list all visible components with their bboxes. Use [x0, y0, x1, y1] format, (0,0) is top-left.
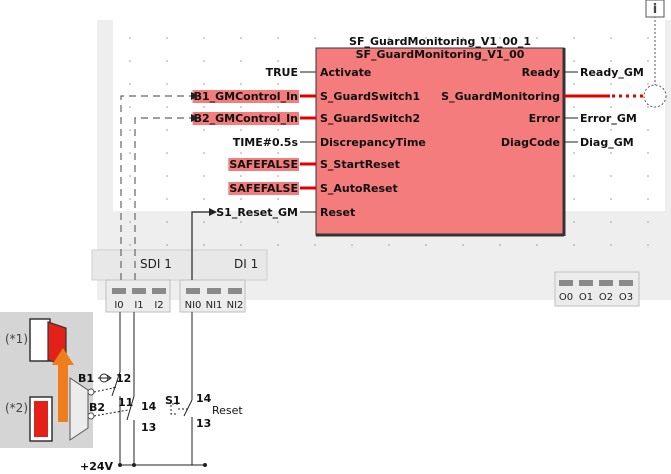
b2-contact-14: 14: [141, 400, 157, 413]
fb-input-value[interactable]: B1_GMControl_In: [194, 90, 298, 103]
terminal-label: NI0: [185, 300, 202, 311]
input-value-highlight: [192, 112, 299, 125]
terminal-pin: [186, 288, 200, 294]
fb-output-value[interactable]: Error_GM: [580, 112, 637, 125]
terminal-pin: [207, 288, 221, 294]
sdi-terminal-block: [105, 279, 171, 313]
b2-contact-13: 13: [141, 421, 156, 434]
sdi-terminals: I0 I1 I2: [112, 288, 166, 311]
fb-input-param: S_GuardSwitch1: [320, 90, 420, 103]
s1-contact-14: 14: [196, 392, 212, 405]
sdi-module-label: SDI 1: [140, 257, 172, 271]
terminal-label: O0: [559, 292, 573, 303]
s1-label: S1: [165, 394, 181, 407]
fb-output-value[interactable]: Diag_GM: [580, 136, 634, 149]
fb-input-param: S_StartReset: [320, 158, 400, 171]
guard-switch-body: [69, 377, 89, 441]
terminal-pin: [579, 280, 593, 286]
terminal-pin: [559, 280, 573, 286]
info-icon[interactable]: [645, 0, 665, 18]
s1-actuator: [170, 403, 178, 415]
fb-type-name: SF_GuardMonitoring_V1_00: [356, 48, 525, 61]
b1-label: B1: [78, 372, 94, 385]
door-movement-arrow: [52, 348, 74, 422]
fb-output-param: Error: [529, 112, 561, 125]
fb-output-param: S_GuardMonitoring: [441, 90, 560, 103]
terminal-label: I2: [154, 300, 163, 311]
terminal-pin: [112, 288, 126, 294]
terminal-label: O3: [619, 292, 633, 303]
terminal-pin: [599, 280, 613, 286]
closed-door-icon: [29, 396, 53, 442]
di-module-label: DI 1: [234, 257, 258, 271]
di-terminal-block: [179, 279, 246, 313]
terminal-pin: [619, 280, 633, 286]
info-icon-glyph: i: [653, 2, 657, 17]
terminal-pin: [132, 288, 146, 294]
fb-input-param: Reset: [320, 206, 355, 219]
fb-input-value[interactable]: B2_GMControl_In: [194, 112, 298, 125]
terminal-pin: [228, 288, 242, 294]
out-terminals: O0 O1 O2 O3: [559, 280, 633, 303]
guard-state-open-label: (*1): [5, 332, 28, 346]
terminal-label: I1: [134, 300, 143, 311]
fb-input-param: S_GuardSwitch2: [320, 112, 420, 125]
fb-input-param: DiscrepancyTime: [320, 136, 426, 149]
b1-contact: [111, 371, 121, 397]
terminal-label: O1: [579, 292, 593, 303]
fb-input-value[interactable]: S1_Reset_GM: [216, 206, 298, 219]
fb-input-param: Activate: [320, 66, 371, 79]
fb-input-value[interactable]: TRUE: [266, 66, 298, 79]
function-block[interactable]: [315, 47, 565, 236]
input-value-highlight: [192, 90, 299, 103]
b1-contact-11: 11: [118, 396, 133, 409]
b2-label: B2: [89, 401, 105, 414]
reset-label: Reset: [212, 404, 243, 417]
b1-actuator-icon: [98, 373, 112, 383]
input-value-highlight: [228, 182, 299, 195]
s1-mapping-line: [191, 208, 217, 280]
grid-dots: [129, 37, 649, 246]
input-value-highlight: [228, 158, 299, 171]
fb-input-param: S_AutoReset: [320, 182, 398, 195]
fb-input-value[interactable]: SAFEFALSE: [229, 158, 298, 171]
guard-state-closed-label: (*2): [5, 401, 28, 415]
di-terminals: NI0 NI1 NI2: [185, 288, 244, 311]
fb-output-value[interactable]: Ready_GM: [580, 66, 644, 79]
terminal-label: I0: [114, 300, 123, 311]
terminal-pin: [152, 288, 166, 294]
fb-output-param: DiagCode: [501, 136, 560, 149]
terminal-label: NI2: [227, 300, 244, 311]
output-connector-circle: [643, 84, 667, 108]
fb-input-value[interactable]: TIME#0.5s: [233, 136, 299, 149]
do-terminal-block: [554, 271, 640, 307]
b2-mapping-line: [134, 114, 199, 280]
supply-label: +24V: [80, 460, 114, 473]
terminal-label: O2: [599, 292, 613, 303]
fb-output-param: Ready: [522, 66, 560, 79]
b2-contact: [126, 395, 135, 421]
fb-instance-name: SF_GuardMonitoring_V1_00_1: [349, 35, 531, 48]
b1-mapping-line: [120, 92, 199, 280]
fb-input-value[interactable]: SAFEFALSE: [229, 182, 298, 195]
s1-contact: [183, 399, 193, 417]
b1-contact-12: 12: [116, 372, 131, 385]
terminal-label: NI1: [206, 300, 223, 311]
s1-contact-13: 13: [196, 417, 211, 430]
